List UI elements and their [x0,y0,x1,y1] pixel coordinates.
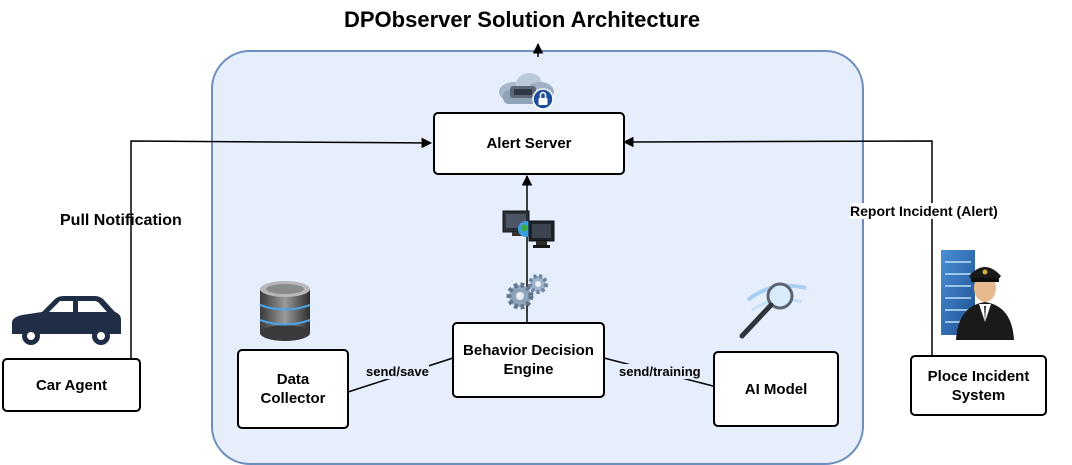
data-collector-label: Data Collector [260,371,326,407]
data-collector-node: Data Collector [237,349,349,429]
officer-building-icon [941,250,1014,340]
alert-server-node: Alert Server [433,112,625,175]
car-agent-label: Car Agent [35,376,108,394]
police-system-label: Ploce Incident System [927,367,1030,404]
report-incident-label: Report Incident (Alert) [850,203,998,219]
ai-model-node: AI Model [713,351,839,427]
cloud-lock-icon [499,73,554,110]
ai-model-label: AI Model [744,380,808,398]
magnifier-icon [739,282,807,339]
behavior-engine-label: Behavior Decision Engine [463,342,594,378]
alert-server-label: Alert Server [486,135,572,152]
gears-icon [506,274,548,310]
edge-pull-notification [130,137,433,358]
monitor-globe-icon [502,210,555,248]
edge-report-incident [622,136,933,355]
send-save-label: send/save [366,364,429,379]
car-agent-node: Car Agent [2,358,141,412]
car-icon [12,296,121,345]
diagram-title: DPObserver Solution Architecture [344,7,701,32]
behavior-engine-node: Behavior Decision Engine [452,322,605,398]
send-training-label: send/training [619,364,701,379]
pull-notification-label: Pull Notification [60,212,182,229]
police-system-node: Ploce Incident System [910,355,1047,416]
database-icon [259,281,311,341]
